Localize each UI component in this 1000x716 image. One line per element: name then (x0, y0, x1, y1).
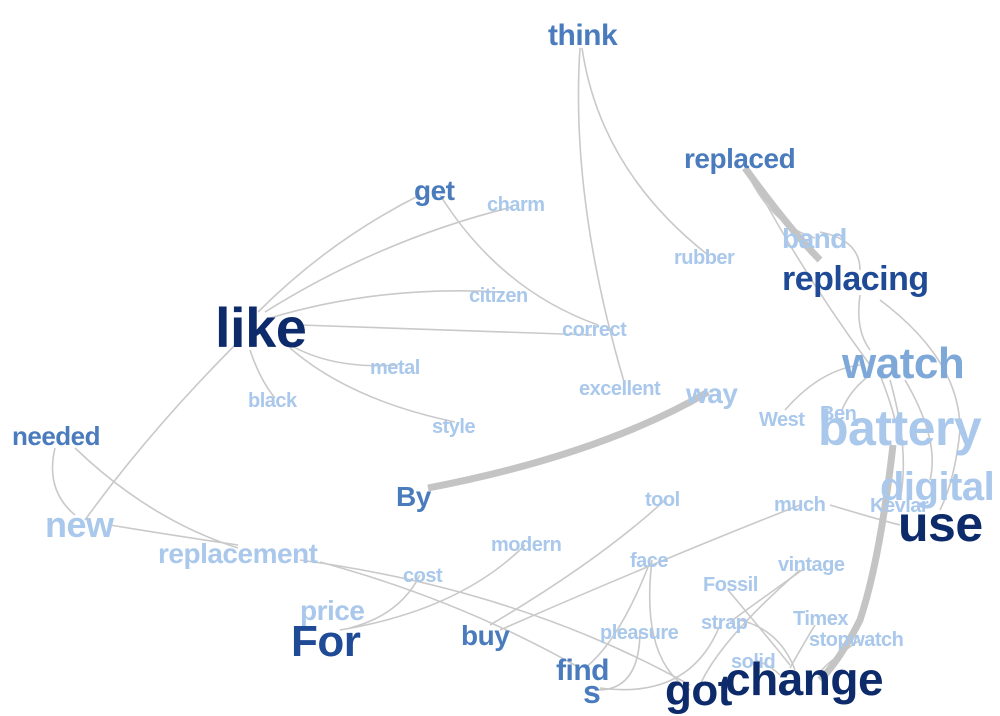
edge-By-way (427, 388, 710, 492)
word-use: use (898, 496, 983, 552)
word-tool: tool (645, 489, 680, 511)
word-metal: metal (370, 357, 420, 379)
word-band: band (782, 223, 847, 254)
word-think: think (548, 19, 618, 52)
word-modern: modern (491, 534, 561, 556)
word-by: By (396, 481, 432, 512)
edge-replacing-use (879, 299, 961, 511)
edge-solid-change (754, 659, 781, 676)
word-west: West (759, 409, 805, 431)
word-new: new (45, 504, 115, 545)
word-style: style (432, 416, 475, 438)
word-charm: charm (487, 194, 545, 216)
edge-watch-Ben (841, 374, 871, 411)
edge-For-modern (339, 544, 526, 631)
edge-replaced-replacing (742, 165, 823, 263)
edge-needed-new (51, 447, 76, 516)
word-ben: Ben (820, 403, 856, 425)
edge-watch-digital (904, 379, 933, 481)
word-correct: correct (562, 319, 627, 341)
edge-like-metal (284, 341, 399, 367)
word-replacing: replacing (782, 260, 929, 298)
word-find: find (556, 654, 609, 687)
edge-band-replacing (819, 231, 861, 271)
word-kevlar: Kevlar (870, 495, 929, 517)
edge-buy-tool (489, 499, 666, 626)
word-needed: needed (12, 421, 100, 451)
word-black: black (248, 390, 298, 412)
edge-watch-battery (879, 374, 896, 421)
word-digital: digital (880, 465, 994, 509)
edge-like-new (84, 339, 241, 521)
word-for: For (291, 617, 361, 666)
edge-get-like (257, 194, 421, 313)
edge-get-correct (439, 194, 599, 326)
edge-like-correct (299, 324, 593, 336)
edge-new-replacement (109, 524, 239, 546)
words-layer: think replaced get charm band rubber replacing… (12, 19, 995, 715)
word-strap: strap (701, 612, 748, 634)
edge-think-excellent (577, 47, 626, 386)
word-s: s (583, 674, 600, 710)
word-stopwatch: stopwatch (809, 629, 903, 651)
word-pleasure: pleasure (600, 622, 679, 644)
word-excellent: excellent (579, 378, 661, 400)
word-cost: cost (403, 565, 443, 587)
edge-watch-Kevlar (889, 379, 905, 501)
edge-face-got (648, 559, 691, 691)
word-get: get (414, 175, 455, 206)
word-solid: solid (731, 651, 775, 673)
word-vintage: vintage (778, 554, 845, 576)
edge-replacement-got (299, 559, 691, 686)
word-price: price (300, 595, 364, 626)
edge-like-citizen (269, 289, 501, 319)
edge-needed-replacement (74, 447, 239, 549)
edge-battery-change (817, 444, 897, 683)
edge-watch-West (784, 364, 861, 411)
word-buy: buy (461, 620, 510, 651)
edge-think-rubber (581, 47, 709, 256)
edge-face-find (584, 561, 651, 669)
word-got: got (665, 666, 733, 715)
word-rubber: rubber (674, 247, 735, 269)
word-fossil: Fossil (703, 574, 758, 596)
word-timex: Timex (793, 608, 848, 630)
edges-layer (51, 47, 961, 691)
edge-For-cost (349, 574, 421, 629)
edge-like-charm (264, 206, 513, 313)
edge-like-black (249, 349, 276, 399)
word-watch: watch (841, 339, 964, 388)
word-face: face (630, 550, 668, 572)
edge-s-strap (599, 624, 721, 691)
edge-replacing-watch (857, 294, 871, 351)
word-like: like (215, 296, 306, 359)
word-way: way (685, 378, 738, 409)
word-replaced: replaced (684, 143, 795, 174)
word-much: much (774, 494, 825, 516)
edge-Timex-change (789, 624, 816, 669)
edge-replacement-find (319, 561, 581, 669)
edge-vintage-got (699, 569, 801, 686)
edge-Fossil-change (727, 589, 791, 666)
word-citizen: citizen (469, 285, 528, 307)
edge-like-style (289, 347, 456, 423)
word-change: change (725, 653, 883, 705)
edge-buy-much (499, 504, 801, 631)
edge-much-use (829, 504, 901, 526)
word-battery: battery (818, 400, 982, 456)
word-replacement: replacement (158, 538, 318, 569)
